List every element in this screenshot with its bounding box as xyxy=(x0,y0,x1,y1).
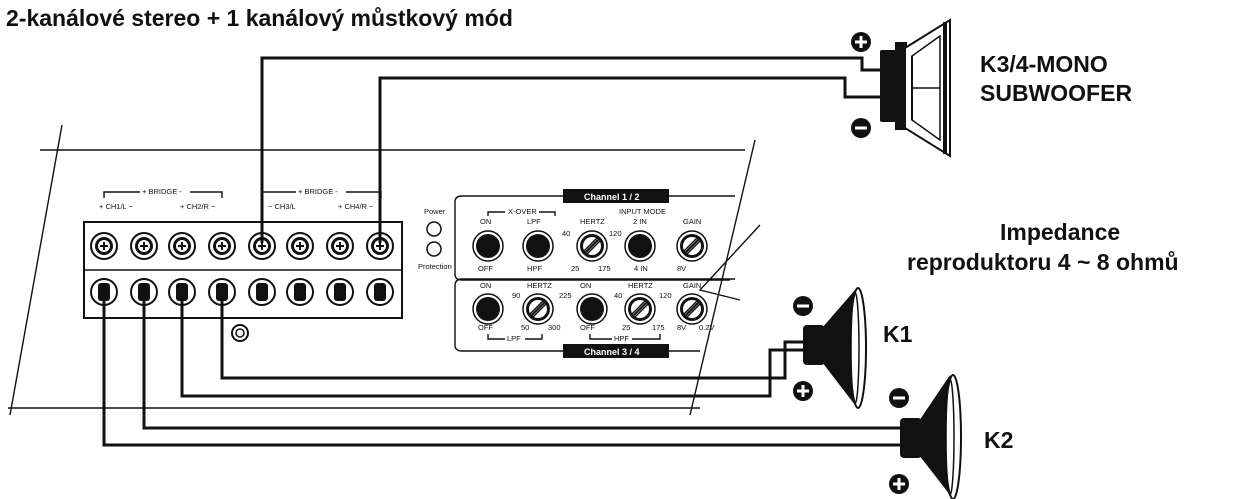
svg-text:LPF: LPF xyxy=(507,334,521,343)
svg-text:120: 120 xyxy=(609,229,622,238)
subwoofer-label-1: K3/4-MONO xyxy=(980,51,1108,77)
protection-led xyxy=(426,241,442,257)
switch-button-2 xyxy=(522,230,554,262)
svg-text:ON: ON xyxy=(580,281,591,290)
power-label: Power xyxy=(424,207,446,216)
wire-k2-plus xyxy=(102,292,905,447)
top-lpf-label: LPF xyxy=(527,217,541,226)
terminal-7 xyxy=(326,232,354,306)
k2-label: K2 xyxy=(984,427,1013,453)
bridge-label-2: + BRIDGE - xyxy=(298,187,338,196)
top-4in-label: 4 IN xyxy=(634,264,648,273)
speaker-wires xyxy=(102,56,905,447)
svg-text:OFF: OFF xyxy=(580,323,595,332)
speaker-k1 xyxy=(793,287,867,409)
svg-text:ON: ON xyxy=(480,281,491,290)
svg-text:25: 25 xyxy=(622,323,630,332)
svg-text:8V: 8V xyxy=(677,323,686,332)
wire-k1-minus xyxy=(220,292,805,380)
svg-text:0.2V: 0.2V xyxy=(699,323,714,332)
top-hpf-label: HPF xyxy=(527,264,542,273)
control-panel: Channel 1 / 2 Channel 3 / 4 X-OVER INPUT… xyxy=(454,189,735,358)
impedance-line2: reproduktoru 4 ~ 8 ohmů xyxy=(907,249,1179,275)
channel-34-label: Channel 3 / 4 xyxy=(584,347,640,357)
switch-button-8 xyxy=(576,293,608,325)
channel-34-tab xyxy=(563,344,669,358)
rotary-knob-10 xyxy=(676,293,708,325)
top-on-label: ON xyxy=(480,217,491,226)
power-led xyxy=(426,221,442,237)
svg-text:40: 40 xyxy=(614,291,622,300)
terminal-6 xyxy=(286,232,314,306)
terminal-label-ch2: + CH2/R − xyxy=(180,202,216,211)
wire-sub-plus xyxy=(260,56,882,243)
channel-12-label: Channel 1 / 2 xyxy=(584,192,640,202)
speaker-k2 xyxy=(889,374,962,499)
switch-button-6 xyxy=(472,293,504,325)
svg-text:GAIN: GAIN xyxy=(683,281,701,290)
input-mode-label: INPUT MODE xyxy=(619,207,666,216)
terminal-5 xyxy=(248,232,276,306)
amplifier-body xyxy=(8,124,761,416)
wire-sub-minus xyxy=(378,76,882,243)
top-hertz-label: HERTZ xyxy=(580,217,605,226)
svg-text:40: 40 xyxy=(562,229,570,238)
switch-button-4 xyxy=(624,230,656,262)
rotary-knob-7 xyxy=(522,293,554,325)
svg-text:175: 175 xyxy=(598,264,611,273)
terminal-2 xyxy=(130,232,158,306)
terminal-4 xyxy=(208,232,236,306)
svg-text:HPF: HPF xyxy=(614,334,629,343)
top-gain-label: GAIN xyxy=(683,217,701,226)
svg-text:HERTZ: HERTZ xyxy=(527,281,552,290)
terminal-8 xyxy=(366,232,394,306)
subwoofer-label-2: SUBWOOFER xyxy=(980,80,1132,106)
status-indicators: Power Protection xyxy=(418,207,452,271)
impedance-line1: Impedance xyxy=(1000,219,1120,245)
svg-text:120: 120 xyxy=(659,291,672,300)
channel-12-tab xyxy=(563,189,669,203)
xover-label: X-OVER xyxy=(508,207,537,216)
terminal-label-ch1: + CH1/L − xyxy=(99,202,134,211)
diagram-title: 2-kanálové stereo + 1 kanálový můstkový … xyxy=(6,5,513,31)
terminal-label-ch4: + CH4/R − xyxy=(338,202,374,211)
protection-label: Protection xyxy=(418,262,452,271)
rotary-knob-3 xyxy=(576,230,608,262)
svg-text:225: 225 xyxy=(559,291,572,300)
rotary-knob-5 xyxy=(676,230,708,262)
svg-text:OFF: OFF xyxy=(478,323,493,332)
top-off-label: OFF xyxy=(478,264,493,273)
wire-k2-minus xyxy=(142,292,905,430)
svg-text:90: 90 xyxy=(512,291,520,300)
svg-text:50: 50 xyxy=(521,323,529,332)
svg-text:175: 175 xyxy=(652,323,665,332)
svg-text:25: 25 xyxy=(571,264,579,273)
terminal-label-ch3: − CH3/L xyxy=(268,202,296,211)
svg-text:300: 300 xyxy=(548,323,561,332)
subwoofer-speaker xyxy=(851,18,951,158)
terminal-block xyxy=(83,221,403,342)
top-2in-label: 2 IN xyxy=(633,217,647,226)
rotary-knob-9 xyxy=(624,293,656,325)
svg-text:8V: 8V xyxy=(677,264,686,273)
svg-text:HERTZ: HERTZ xyxy=(628,281,653,290)
wire-k1-plus xyxy=(180,292,805,398)
k1-label: K1 xyxy=(883,321,913,347)
switch-button-1 xyxy=(472,230,504,262)
bridge-label-1: + BRIDGE - xyxy=(142,187,182,196)
bridge-labels: + BRIDGE - + BRIDGE - + CH1/L − + CH2/R … xyxy=(99,186,382,211)
